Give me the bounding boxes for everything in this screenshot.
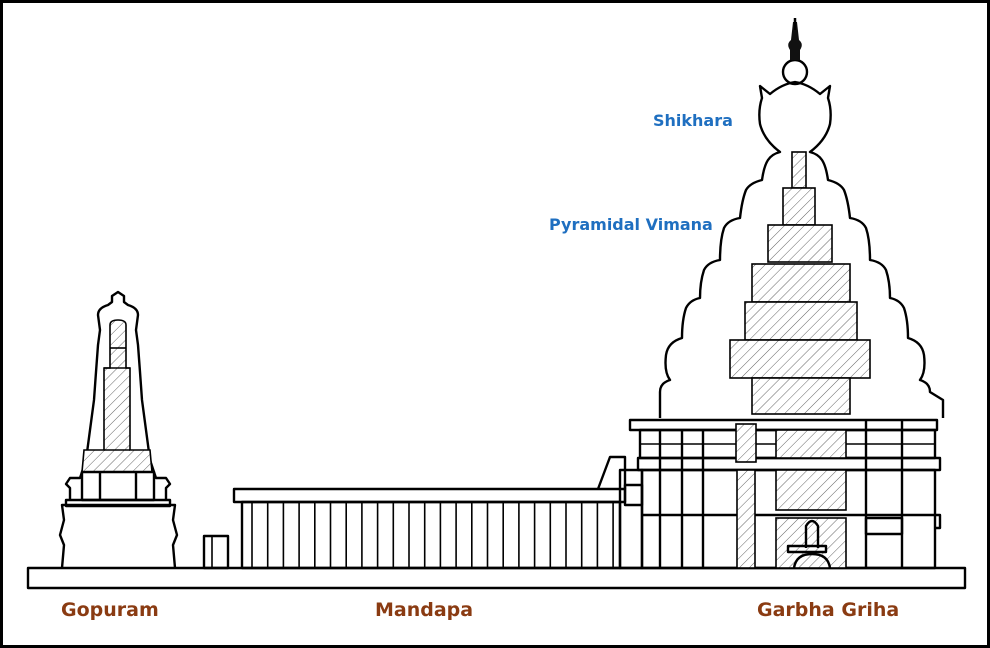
temple-elevation-drawing [26,18,967,590]
shikhara-structure [658,18,945,418]
label-garbha-griha: Garbha Griha [757,599,900,621]
label-pyramidal-vimana: Pyramidal Vimana [549,215,713,234]
label-gopuram: Gopuram [61,599,159,621]
label-mandapa: Mandapa [375,599,474,621]
label-shikhara: Shikhara [653,111,733,130]
vimana-core [729,151,871,415]
gopuram-structure [58,290,179,569]
base-platform [26,566,967,590]
mandapa-structure [232,455,627,570]
garbha-griha-structure [618,418,942,570]
small-post [202,534,230,570]
